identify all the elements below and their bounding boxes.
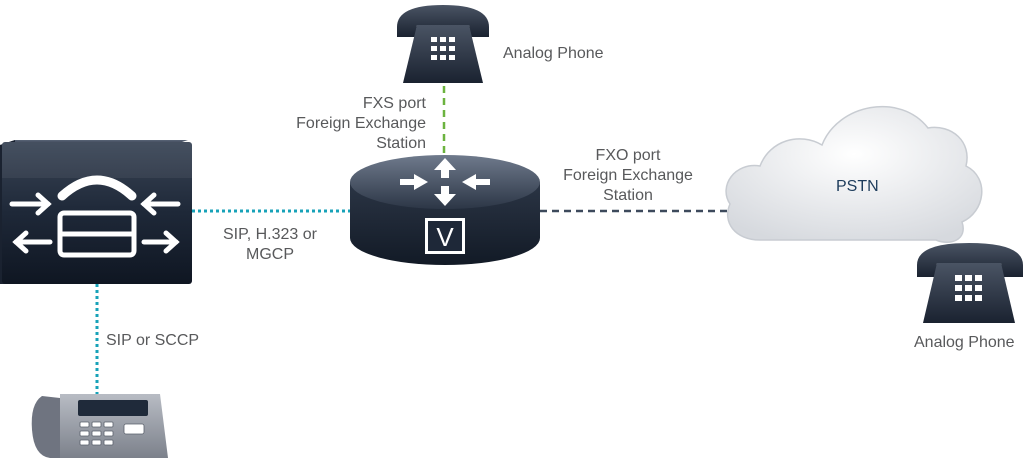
fxs-label-line: Station <box>376 135 426 152</box>
fxo-label-line: Station <box>603 187 653 204</box>
voice-gateway-router-icon[interactable]: V <box>350 155 540 265</box>
analog-phone-icon[interactable] <box>917 243 1023 323</box>
fxo-label-line: FXO port <box>595 147 661 164</box>
sip-sccp-label-line: SIP or SCCP <box>106 332 200 349</box>
unified-communications-manager-icon[interactable] <box>0 140 192 284</box>
fxs-label-line: Foreign Exchange <box>296 115 426 132</box>
router-badge: V <box>436 222 454 252</box>
ip-phone-icon[interactable] <box>31 394 168 458</box>
sip-h323-label-line: MGCP <box>246 246 294 263</box>
pstn-label: PSTN <box>836 178 879 195</box>
sip-h323-label-line: SIP, H.323 or <box>223 226 317 243</box>
analog-phone-right-label: Analog Phone <box>914 334 1015 351</box>
fxs-label-line: FXS port <box>362 95 426 112</box>
analog-phone-icon[interactable] <box>397 5 489 83</box>
cloud-icon[interactable] <box>725 105 983 243</box>
sip-h323-mgcp-label: SIP, H.323 or MGCP <box>200 225 340 265</box>
analog-phone-top-label: Analog Phone <box>503 45 604 62</box>
sip-sccp-label: SIP or SCCP <box>106 331 199 351</box>
fxo-label-line: Foreign Exchange <box>563 167 693 184</box>
fxo-link-label: FXO port Foreign Exchange Station <box>548 146 708 206</box>
fxs-link-label: FXS port Foreign Exchange Station <box>262 94 426 154</box>
